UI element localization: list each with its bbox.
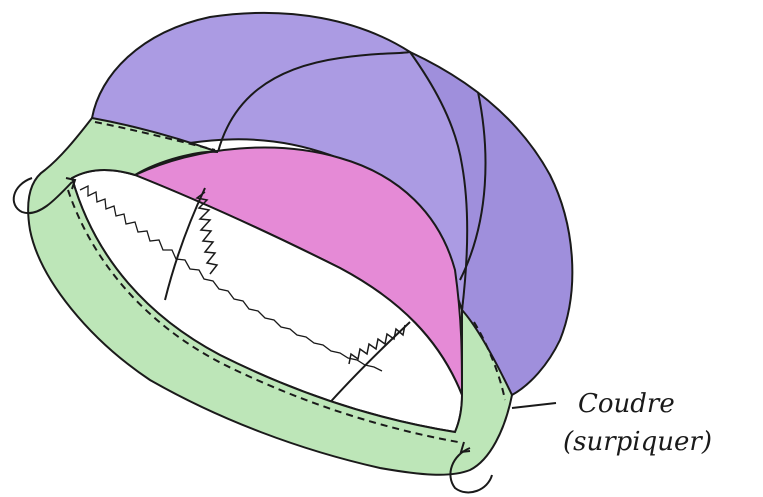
annotation-line-2: (surpiquer) bbox=[563, 427, 712, 457]
annotation-leader-line bbox=[512, 403, 556, 408]
annotation-line-1: Coudre bbox=[578, 389, 675, 419]
